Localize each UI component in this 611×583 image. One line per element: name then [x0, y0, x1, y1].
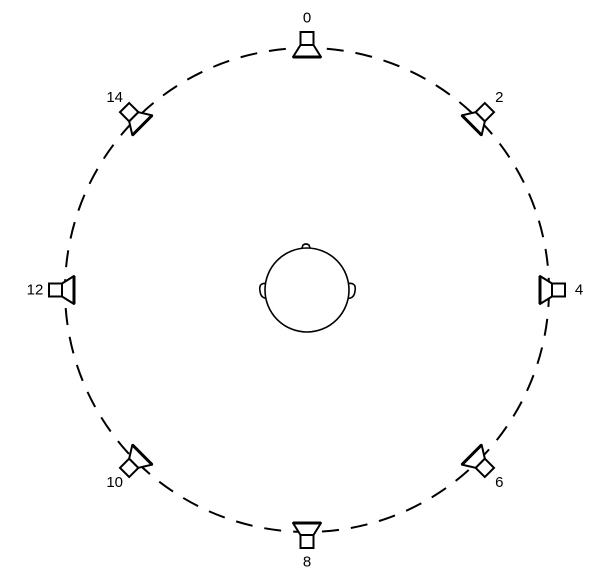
speaker-label-10: 10: [106, 474, 123, 491]
speaker-0-icon: [293, 32, 321, 57]
speaker-2-icon: [462, 98, 499, 135]
speaker-label-12: 12: [27, 282, 44, 299]
speaker-8-icon: [293, 523, 321, 548]
speaker-label-14: 14: [106, 89, 123, 106]
speaker-label-4: 4: [575, 282, 583, 299]
speaker-label-8: 8: [303, 554, 311, 571]
speaker-4-icon: [540, 276, 565, 304]
speaker-label-0: 0: [303, 10, 311, 27]
listener-head-icon: [260, 244, 356, 332]
speaker-label-2: 2: [495, 89, 503, 106]
speaker-label-6: 6: [495, 474, 503, 491]
speaker-12-icon: [49, 276, 74, 304]
speaker-6-icon: [462, 445, 499, 482]
